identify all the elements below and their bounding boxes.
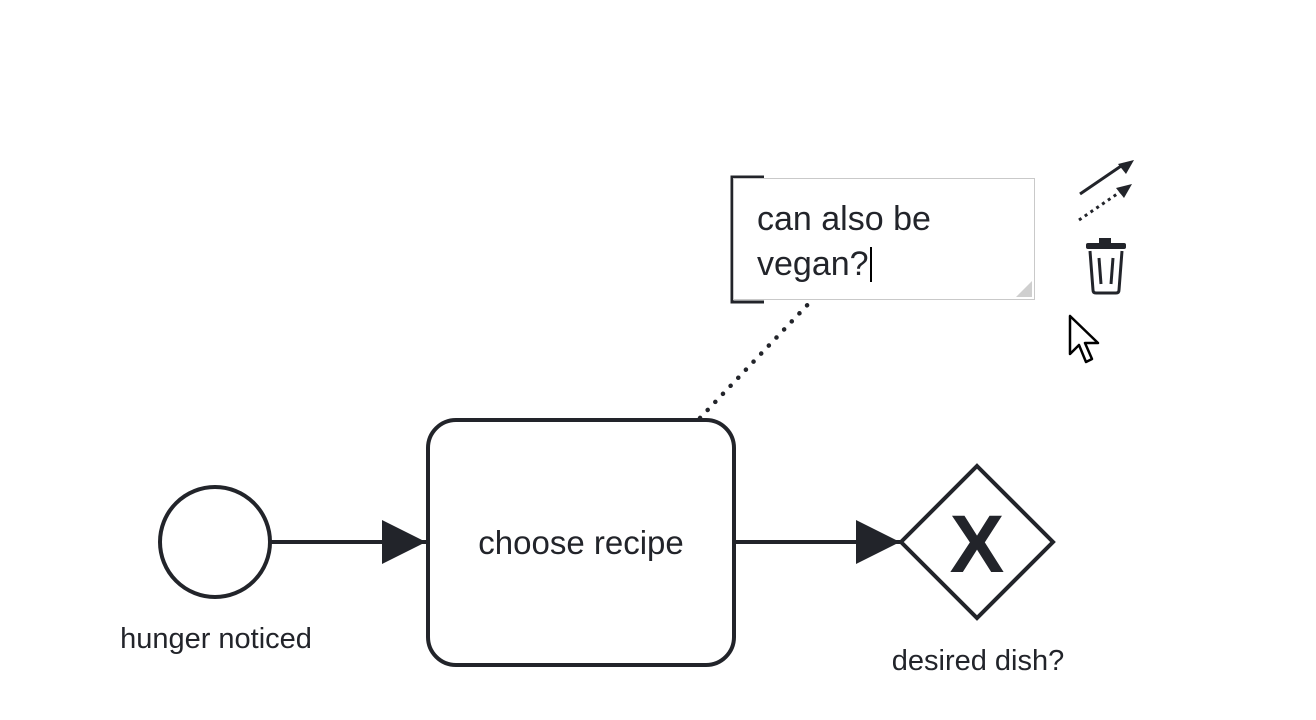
connect-button[interactable] xyxy=(1074,158,1136,229)
trash-icon xyxy=(1086,238,1126,295)
task-choose-recipe[interactable] xyxy=(426,418,736,667)
start-event[interactable] xyxy=(158,485,272,599)
annotation-bracket[interactable] xyxy=(730,175,764,304)
delete-button[interactable] xyxy=(1082,236,1130,301)
text-caret xyxy=(869,247,872,282)
resize-handle[interactable] xyxy=(1016,281,1032,297)
association-line[interactable] xyxy=(697,295,817,421)
exclusive-gateway[interactable] xyxy=(898,463,1056,621)
annotation-text-editor[interactable]: can also be vegan? xyxy=(733,178,1035,300)
gateway-marker: X xyxy=(950,499,1005,590)
start-event-label: hunger noticed xyxy=(120,623,312,655)
connect-arrows-icon xyxy=(1078,160,1134,222)
task-label: choose recipe xyxy=(478,524,683,561)
annotation-text: can also be vegan? xyxy=(757,200,931,283)
gateway-label: desired dish? xyxy=(892,645,1065,677)
